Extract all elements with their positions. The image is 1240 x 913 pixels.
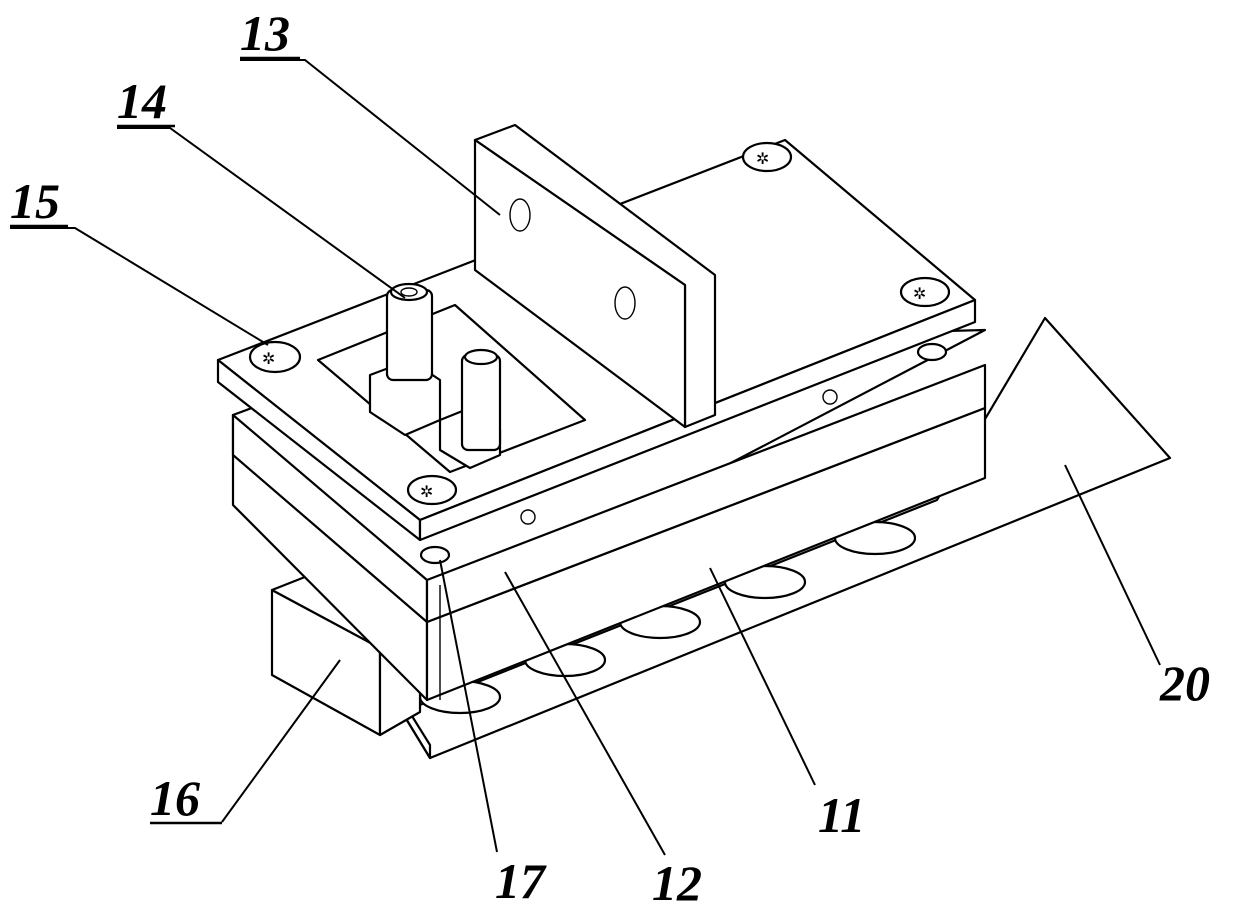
callout-17-label: 17 <box>495 853 547 909</box>
callout-17: 17 <box>495 853 547 909</box>
callout-13-label: 13 <box>240 5 290 61</box>
callout-11: 11 <box>818 787 865 843</box>
callout-14: 14 <box>117 73 175 129</box>
svg-text:✲: ✲ <box>756 149 769 168</box>
callout-12-label: 12 <box>652 855 702 911</box>
callout-12: 12 <box>652 855 702 911</box>
callout-16-label: 16 <box>150 770 200 826</box>
callout-14-label: 14 <box>117 73 167 129</box>
svg-text:✲: ✲ <box>262 349 275 368</box>
svg-text:✲: ✲ <box>420 482 433 501</box>
callout-16: 16 <box>150 770 222 826</box>
callout-15: 15 <box>10 173 68 229</box>
callout-20: 20 <box>1159 655 1210 711</box>
svg-text:✲: ✲ <box>913 284 926 303</box>
callout-11-label: 11 <box>818 787 865 843</box>
callout-15-label: 15 <box>10 173 60 229</box>
callout-20-label: 20 <box>1159 655 1210 711</box>
callout-13: 13 <box>240 5 300 61</box>
